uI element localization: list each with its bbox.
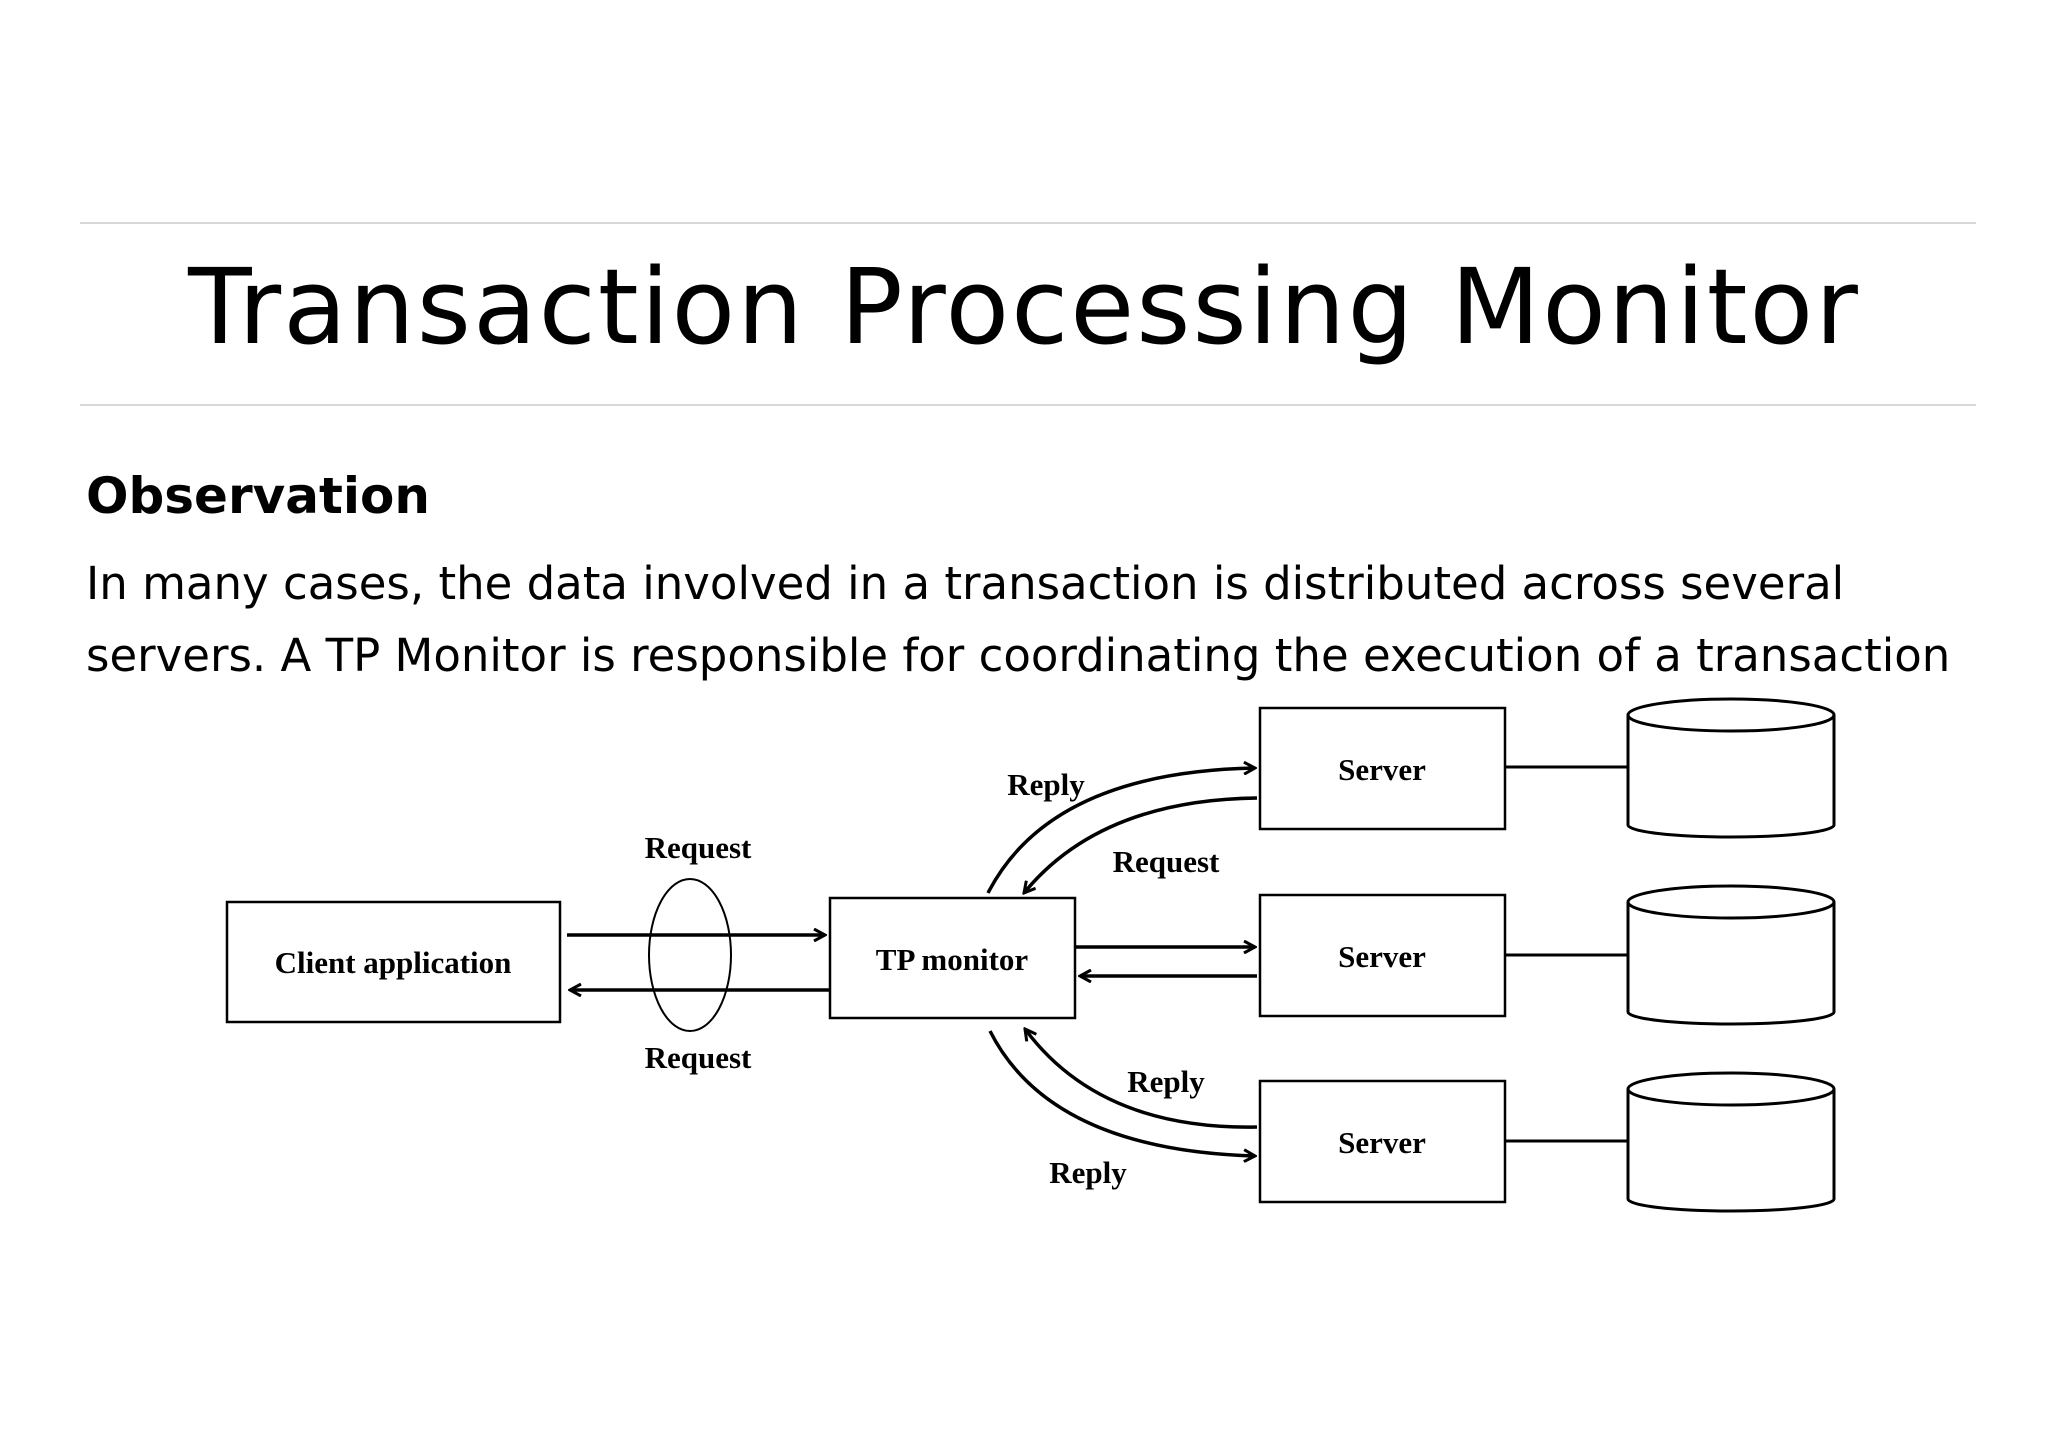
server-label-3: Server <box>1338 1125 1426 1160</box>
reply-label-server-3-upper: Reply <box>1127 1064 1205 1099</box>
section-heading: Observation <box>86 467 430 525</box>
tp-to-server-3-arrow <box>988 1030 1255 1156</box>
server-node-3: Server <box>1258 1079 1507 1204</box>
server-node-1: Server <box>1258 706 1507 831</box>
page-title: Transaction Processing Monitor <box>188 246 1860 368</box>
tp-to-server-1-arrow <box>986 768 1255 894</box>
title-divider <box>80 404 1976 406</box>
database-icon-2 <box>1626 884 1836 1026</box>
reply-label-server-1: Reply <box>1007 767 1085 802</box>
client-application-node: Client application <box>225 900 562 1024</box>
tp-monitor-node: TP monitor <box>828 896 1077 1020</box>
request-label-bottom: Request <box>645 1040 752 1075</box>
server-3-to-tp-arrow <box>1025 1029 1258 1129</box>
tp-monitor-label: TP monitor <box>876 942 1029 977</box>
top-divider <box>80 222 1976 224</box>
database-icon-3 <box>1626 1071 1836 1213</box>
server-1-to-tp-arrow <box>1024 796 1258 893</box>
reply-label-server-3-lower: Reply <box>1049 1155 1127 1190</box>
client-application-label: Client application <box>275 945 512 980</box>
server-label-2: Server <box>1338 939 1426 974</box>
request-label-server-1: Request <box>1113 844 1220 879</box>
request-label-top: Request <box>645 830 752 865</box>
body-line-2: servers. A TP Monitor is responsible for… <box>86 629 1951 682</box>
body-line-1: In many cases, the data involved in a tr… <box>86 557 1845 610</box>
database-icon-1 <box>1626 697 1836 839</box>
body-paragraph: In many cases, the data involved in a tr… <box>86 548 2006 692</box>
server-node-2: Server <box>1258 893 1507 1018</box>
request-grouping-ellipse <box>648 878 732 1032</box>
server-label-1: Server <box>1338 752 1426 787</box>
